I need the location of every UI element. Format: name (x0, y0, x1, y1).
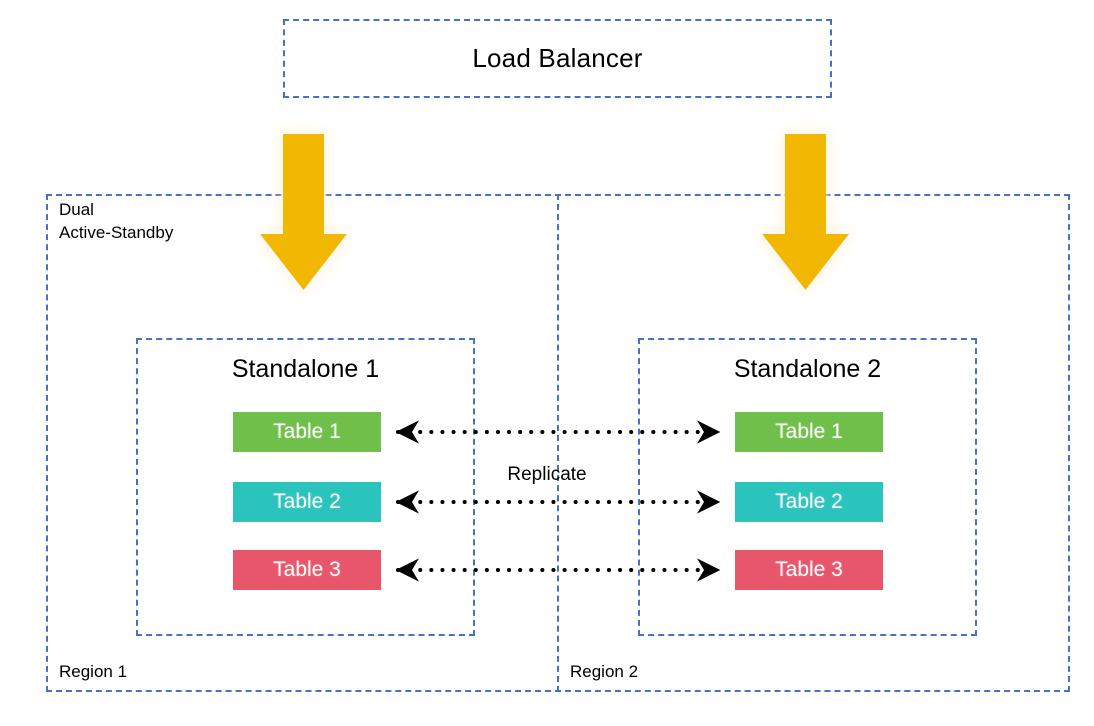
standalone-1-table-3[interactable]: Table 3 (233, 550, 381, 590)
standalone-2-title: Standalone 2 (733, 355, 882, 383)
table-label: Table 1 (775, 420, 843, 443)
region-1-label: Region 1 (59, 662, 128, 681)
standalone-1-title: Standalone 1 (231, 355, 380, 383)
replicate-label: Replicate (507, 464, 587, 485)
standalone-1-table-1[interactable]: Table 1 (233, 412, 381, 452)
standalone-1-table-2[interactable]: Table 2 (233, 482, 381, 522)
table-label: Table 3 (273, 558, 341, 581)
load-balancer-box[interactable]: Load Balancer (283, 19, 832, 98)
standalone-2-table-3[interactable]: Table 3 (735, 550, 883, 590)
standalone-2-table-1[interactable]: Table 1 (735, 412, 883, 452)
dual-active-standby-label: Dual Active-Standby (59, 200, 174, 242)
table-label: Table 3 (775, 558, 843, 581)
region-2-label: Region 2 (570, 662, 639, 681)
standalone-2-box[interactable] (638, 338, 977, 636)
table-label: Table 2 (775, 490, 843, 513)
standalone-2-table-2[interactable]: Table 2 (735, 482, 883, 522)
table-label: Table 2 (273, 490, 341, 513)
table-label: Table 1 (273, 420, 341, 443)
standalone-1-box[interactable] (136, 338, 475, 636)
region-divider (557, 194, 559, 692)
load-balancer-label: Load Balancer (472, 43, 643, 73)
